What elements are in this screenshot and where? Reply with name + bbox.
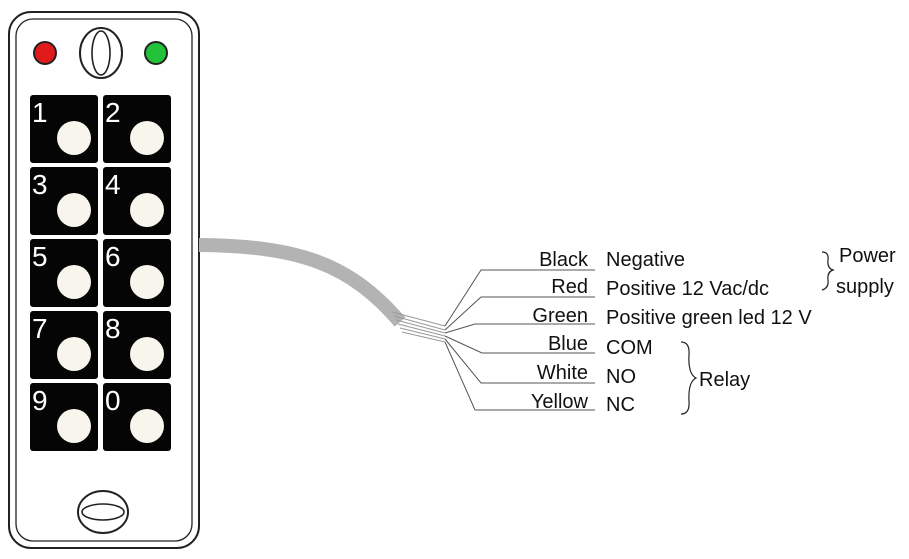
relay-brace-icon <box>680 341 698 415</box>
key-2[interactable]: 2 <box>103 95 171 163</box>
relay-group-label: Relay <box>699 369 750 391</box>
cable-wire-ends <box>391 311 446 343</box>
wire-color-green: Green <box>532 305 588 327</box>
key-number-label: 0 <box>105 385 121 416</box>
key-1[interactable]: 1 <box>30 95 98 163</box>
key-number-label: 7 <box>32 313 48 344</box>
wire-function-com: COM <box>606 337 653 359</box>
bottom-screw-icon <box>77 490 129 534</box>
key-number-label: 6 <box>105 241 121 272</box>
key-number-label: 2 <box>105 97 121 128</box>
key-number-label: 4 <box>105 169 121 200</box>
key-button-icon <box>130 121 164 155</box>
wire-function-no: NO <box>606 366 636 388</box>
key-number-label: 9 <box>32 385 48 416</box>
key-button-icon <box>57 337 91 371</box>
wire-function-positive-supply: Positive 12 Vac/dc <box>606 278 769 300</box>
keypad-device: 1 2 3 4 5 6 7 8 9 0 <box>8 11 200 549</box>
power-group-label-line1: Power <box>839 245 896 267</box>
wire-color-yellow: Yellow <box>531 391 589 413</box>
key-7[interactable]: 7 <box>30 311 98 379</box>
key-button-icon <box>130 265 164 299</box>
power-group-label-line2: supply <box>836 276 894 298</box>
wire-color-blue: Blue <box>548 333 588 355</box>
cable-sheath <box>198 238 406 327</box>
key-4[interactable]: 4 <box>103 167 171 235</box>
key-button-icon <box>57 265 91 299</box>
power-brace-icon <box>821 251 835 291</box>
housing-inner <box>15 18 193 542</box>
key-0[interactable]: 0 <box>103 383 171 451</box>
wire-color-white: White <box>537 362 588 384</box>
wire-function-nc: NC <box>606 394 635 416</box>
green-led-icon <box>144 41 168 65</box>
wire-function-green-led: Positive green led 12 V <box>606 307 812 329</box>
top-screw-icon <box>79 27 123 79</box>
wire-color-black: Black <box>539 249 589 271</box>
key-button-icon <box>130 193 164 227</box>
key-number-label: 3 <box>32 169 48 200</box>
wire-function-negative: Negative <box>606 249 685 271</box>
key-number-label: 5 <box>32 241 48 272</box>
key-button-icon <box>57 193 91 227</box>
wire-color-red: Red <box>551 276 588 298</box>
key-number-label: 8 <box>105 313 121 344</box>
key-button-icon <box>57 409 91 443</box>
wire-color-labels: Black Red Green Blue White Yellow <box>531 249 589 413</box>
wire-leads <box>444 269 595 411</box>
key-9[interactable]: 9 <box>30 383 98 451</box>
key-number-label: 1 <box>32 97 48 128</box>
key-button-icon <box>130 337 164 371</box>
red-led-icon <box>33 41 57 65</box>
key-5[interactable]: 5 <box>30 239 98 307</box>
keypad-keys: 1 2 3 4 5 6 7 8 9 0 <box>30 95 171 451</box>
key-6[interactable]: 6 <box>103 239 171 307</box>
key-button-icon <box>57 121 91 155</box>
wire-function-labels: Negative Positive 12 Vac/dc Positive gre… <box>606 249 812 416</box>
key-3[interactable]: 3 <box>30 167 98 235</box>
key-8[interactable]: 8 <box>103 311 171 379</box>
key-button-icon <box>130 409 164 443</box>
